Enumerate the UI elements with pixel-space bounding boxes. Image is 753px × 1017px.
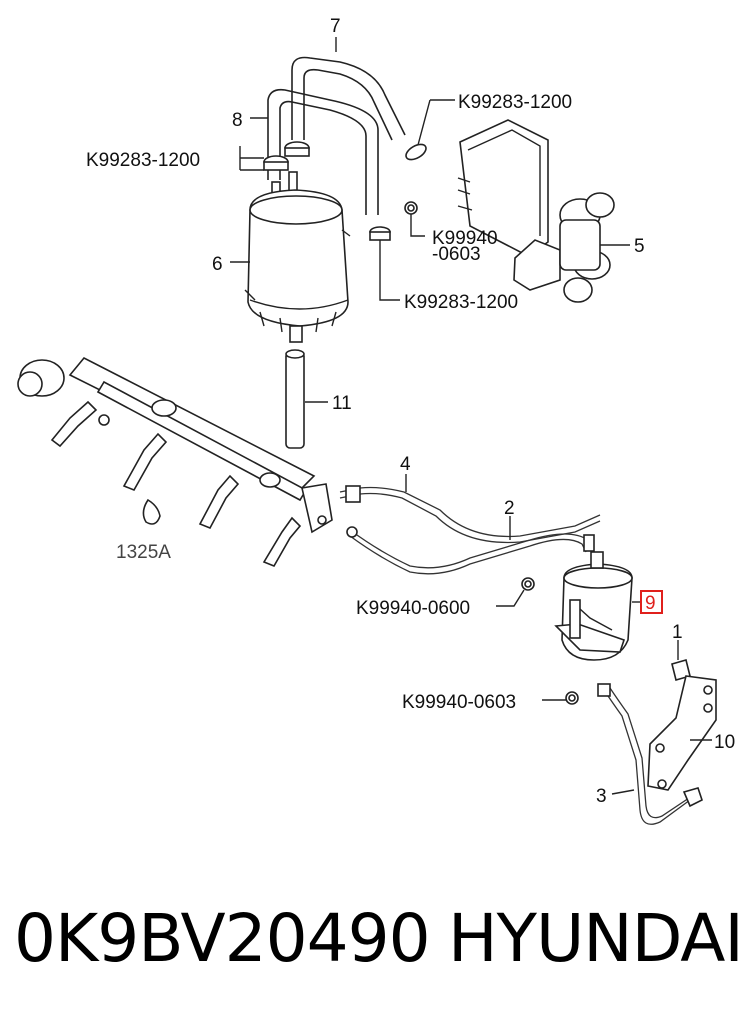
fuel-line-3[interactable] [597,683,703,825]
fuel-line-4[interactable] [339,485,601,544]
clamp-upper-left-b[interactable] [263,155,289,171]
nut-canister[interactable] [404,201,418,215]
hose-7[interactable] [291,56,406,141]
injector-1[interactable] [50,400,98,448]
fuel-filter-9[interactable] [554,551,633,661]
ref-1325a-icon [142,498,161,525]
callout-10: 10 [714,732,735,753]
label-clamp-upper-left: K99283-1200 [86,150,200,171]
callout-7: 7 [330,16,341,37]
label-clamp-upper-right: K99283-1200 [458,92,572,113]
fuel-line-2[interactable] [346,526,595,575]
callout-2: 2 [504,498,515,519]
part-number: 0K9BV20490 [14,900,431,977]
brand-name: HYUNDAI [448,900,744,977]
label-ref-1325a: 1325A [116,542,171,563]
callout-4: 4 [400,454,411,475]
fuel-rail[interactable] [17,356,333,534]
callout-3: 3 [596,786,607,807]
injector-4[interactable] [262,516,302,568]
nut-bracket[interactable] [565,691,579,705]
callout-1: 1 [672,622,683,643]
hose-11[interactable] [285,349,305,449]
clamp-lower[interactable] [369,226,391,241]
highlight-box [640,590,663,614]
bracket-purge-valve-5[interactable] [457,119,615,303]
label-nut-bracket: K99940-0603 [402,692,516,713]
label-nut-filter: K99940-0600 [356,598,470,619]
canister-6[interactable] [244,171,351,343]
label-nut-canister-2: -0603 [432,244,481,265]
nut-filter[interactable] [521,577,535,591]
hose-8[interactable] [267,88,379,215]
callout-8: 8 [232,110,243,131]
label-nut-canister-1: K99940 [432,228,498,249]
callout-9[interactable]: 9 [645,593,656,614]
clamp-upper-right[interactable] [403,141,428,162]
parts-diagram: 7 8 K99283-1200 K99283-1200 6 K99940 -06… [17,16,735,825]
injector-3[interactable] [198,474,240,530]
callout-6: 6 [212,254,223,275]
footer: 0K9BV20490 HYUNDAI [0,890,753,990]
leader-lines [230,99,712,795]
label-clamp-lower: K99283-1200 [404,292,518,313]
clamp-upper-left-a[interactable] [284,141,310,157]
callout-11: 11 [332,393,352,414]
bracket-10[interactable] [647,675,717,791]
injector-2[interactable] [122,432,168,492]
callout-5: 5 [634,236,645,257]
